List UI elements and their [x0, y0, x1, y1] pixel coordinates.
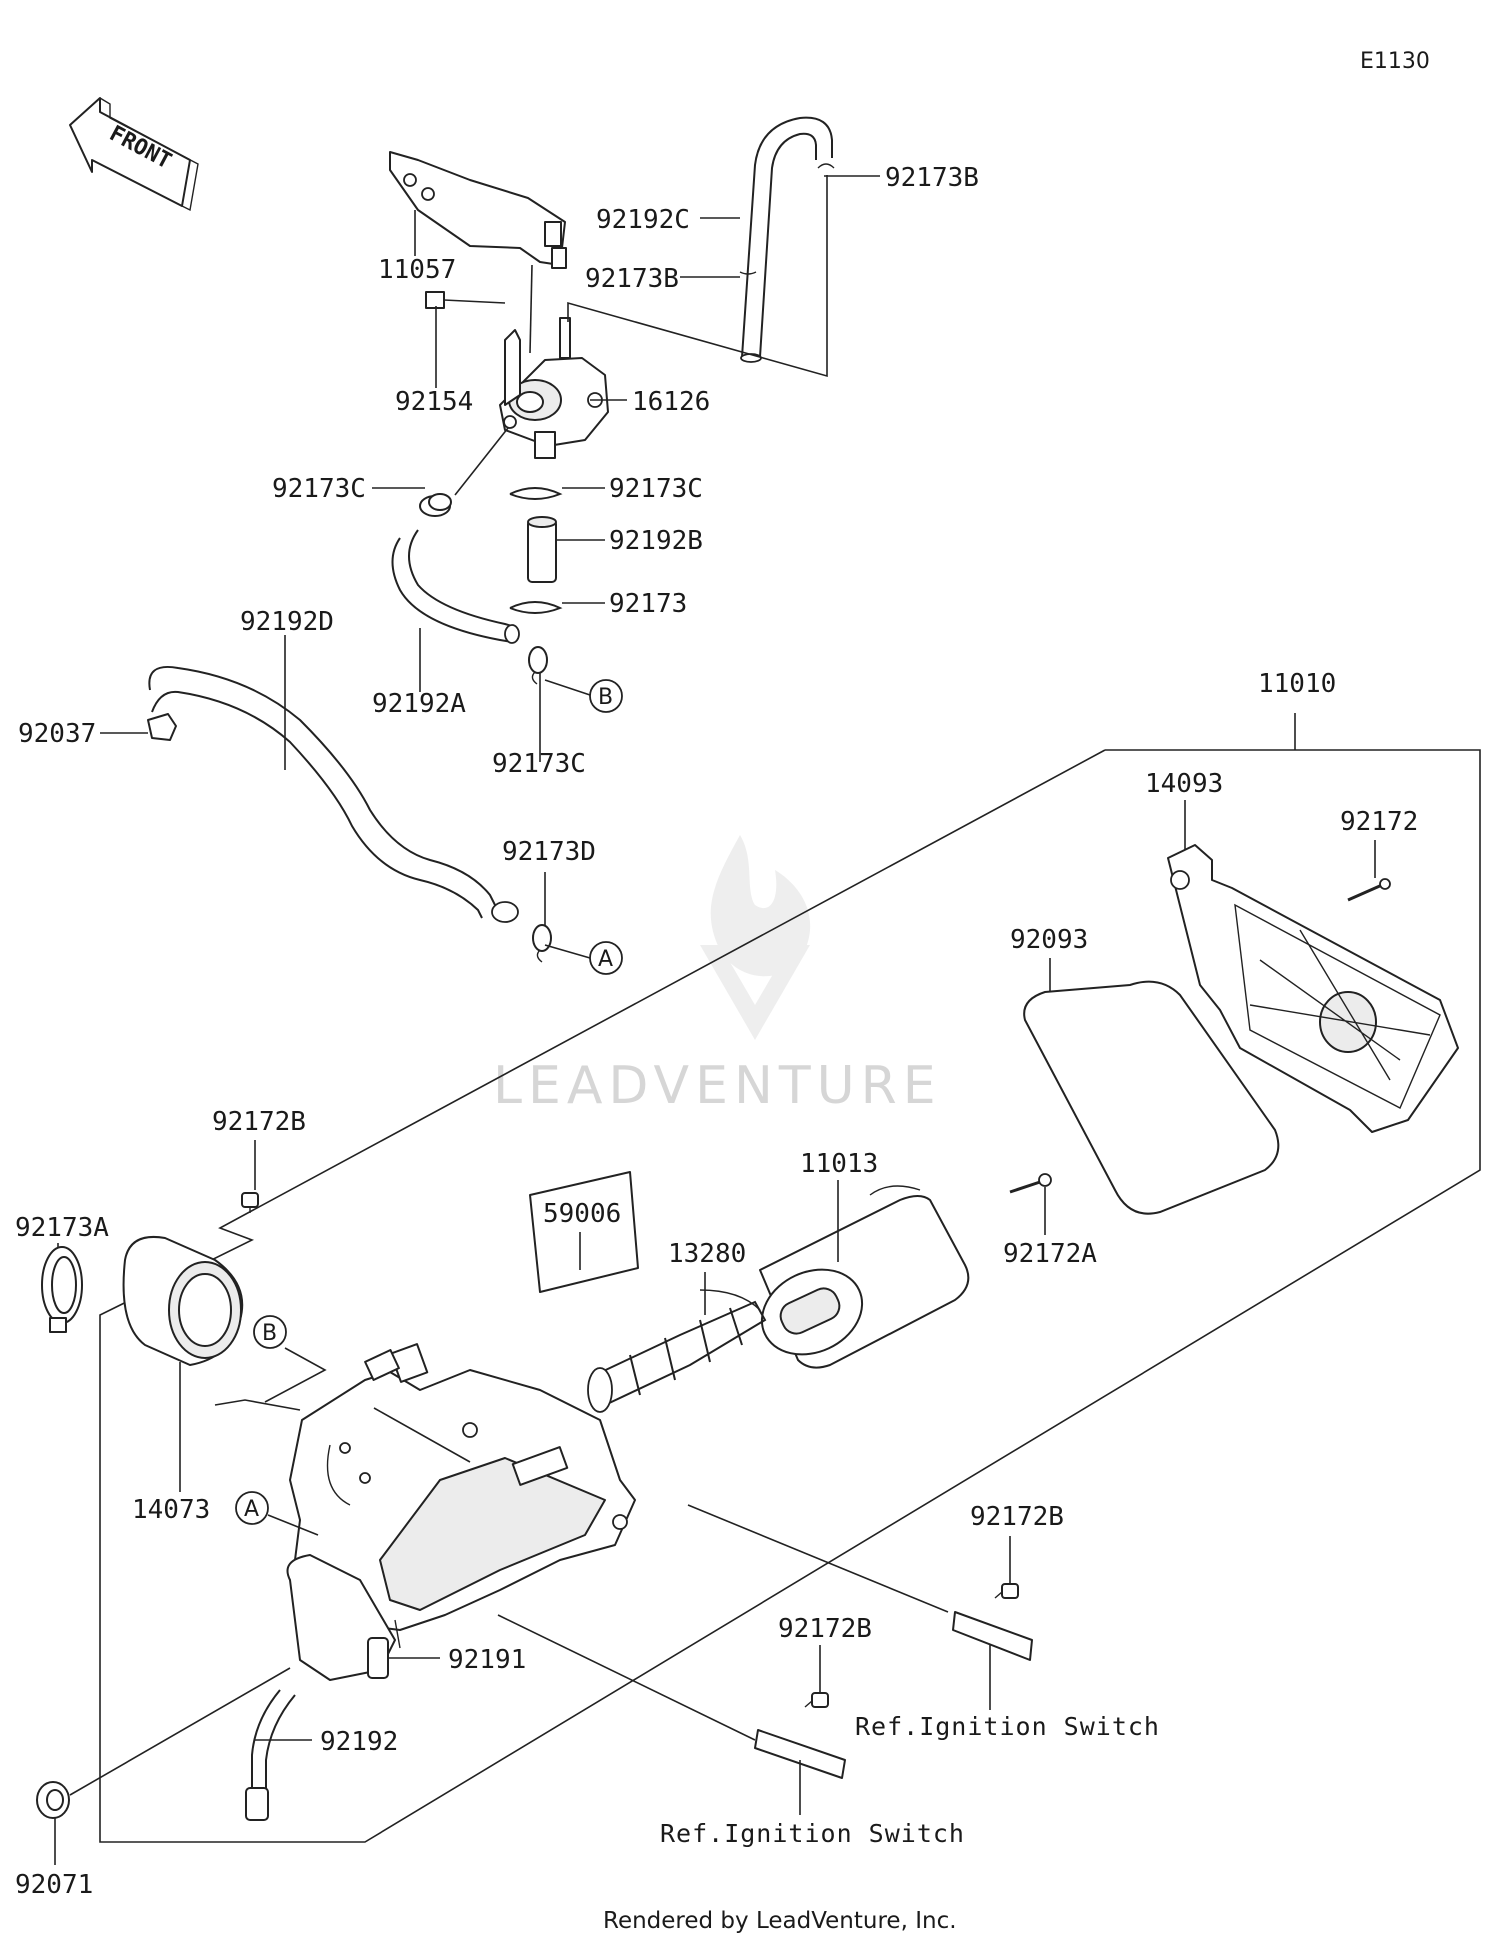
case-11010 — [286, 1343, 636, 1681]
pipe-92192b — [527, 516, 557, 583]
screw-92172 — [1347, 878, 1391, 902]
clamp-92173d — [532, 924, 552, 963]
part-label: 92093 — [1010, 925, 1088, 955]
hose-92192 — [251, 1689, 281, 1790]
part-label: 92172B — [212, 1107, 306, 1137]
filter-element-11013 — [759, 1185, 970, 1369]
callout-a-top: A — [544, 941, 623, 975]
part-label: 11057 — [378, 255, 456, 285]
part-label: 92173B — [885, 163, 979, 193]
part-label: 92173D — [502, 837, 596, 867]
part-label: 92173C — [609, 474, 703, 504]
svg-text:B: B — [262, 1321, 277, 1346]
clip-92037 — [147, 713, 177, 741]
part-label: 92192C — [596, 205, 690, 235]
diagram-code: E1130 — [1360, 49, 1430, 74]
clamp-92173c-right — [509, 487, 563, 500]
part-label: 92192A — [372, 689, 466, 719]
callout-a-case: A — [235, 1491, 319, 1536]
bolt-92154 — [425, 291, 506, 309]
screw-92172b-right — [994, 1583, 1019, 1599]
part-label: 14093 — [1145, 769, 1223, 799]
valve-16126 — [499, 317, 609, 459]
part-label: 92173C — [492, 749, 586, 779]
clamp-92173c-b — [528, 646, 548, 685]
part-label: 11013 — [800, 1149, 878, 1179]
part-label: 92071 — [15, 1870, 93, 1900]
cover-14093 — [1167, 844, 1459, 1133]
part-label: 92037 — [18, 719, 96, 749]
front-arrow-icon: FRONT — [69, 97, 199, 212]
callout-b-case: B — [253, 1315, 327, 1403]
svg-text:A: A — [244, 1497, 259, 1522]
part-label: 16126 — [632, 387, 710, 417]
part-label: 92173B — [585, 264, 679, 294]
clamp-92173c-left — [419, 493, 452, 517]
part-label: 92172B — [970, 1502, 1064, 1532]
footer-credit: Rendered by LeadVenture, Inc. — [603, 1908, 957, 1934]
band-92173a — [41, 1246, 83, 1333]
part-label: 92173A — [15, 1213, 109, 1243]
part-label: 13280 — [668, 1239, 746, 1269]
part-label: 92172A — [1003, 1239, 1097, 1269]
duct-14073 — [122, 1236, 244, 1366]
screw-92172a — [1009, 1173, 1052, 1194]
watermark-text: LEADVENTURE — [493, 1056, 942, 1116]
clamp-92173 — [509, 601, 563, 614]
part-label: 92172 — [1340, 807, 1418, 837]
ref-ignition-switch-right: Ref.Ignition Switch — [855, 1712, 1160, 1741]
bracket-11057 — [389, 151, 567, 269]
svg-text:B: B — [598, 685, 613, 710]
screw-92172b-middle — [804, 1692, 829, 1708]
part-label: 92191 — [448, 1645, 526, 1675]
watermark-logo-icon — [700, 835, 811, 1040]
part-label: 92192B — [609, 526, 703, 556]
grommet-92071 — [36, 1781, 70, 1819]
part-label: 92154 — [395, 387, 473, 417]
sheet-59006 — [529, 1171, 639, 1293]
callout-b-top: B — [544, 679, 623, 713]
part-label: 11010 — [1258, 669, 1336, 699]
part-label: 92173C — [272, 474, 366, 504]
part-label: 14073 — [132, 1495, 210, 1525]
screw-92172b-top — [241, 1192, 259, 1213]
part-label: 92172B — [778, 1614, 872, 1644]
pipe-92191 — [367, 1637, 389, 1679]
ignition-switch-plate-right — [952, 1611, 1033, 1661]
ref-ignition-switch-left: Ref.Ignition Switch — [660, 1819, 965, 1848]
part-label: 59006 — [543, 1199, 621, 1229]
svg-text:A: A — [598, 947, 613, 972]
gasket-92093 — [1023, 980, 1280, 1215]
ignition-switch-plate-left — [754, 1729, 846, 1779]
cage-13280 — [587, 1289, 767, 1413]
part-label: 92173 — [609, 589, 687, 619]
part-label: 92192 — [320, 1727, 398, 1757]
part-label: 92192D — [240, 607, 334, 637]
